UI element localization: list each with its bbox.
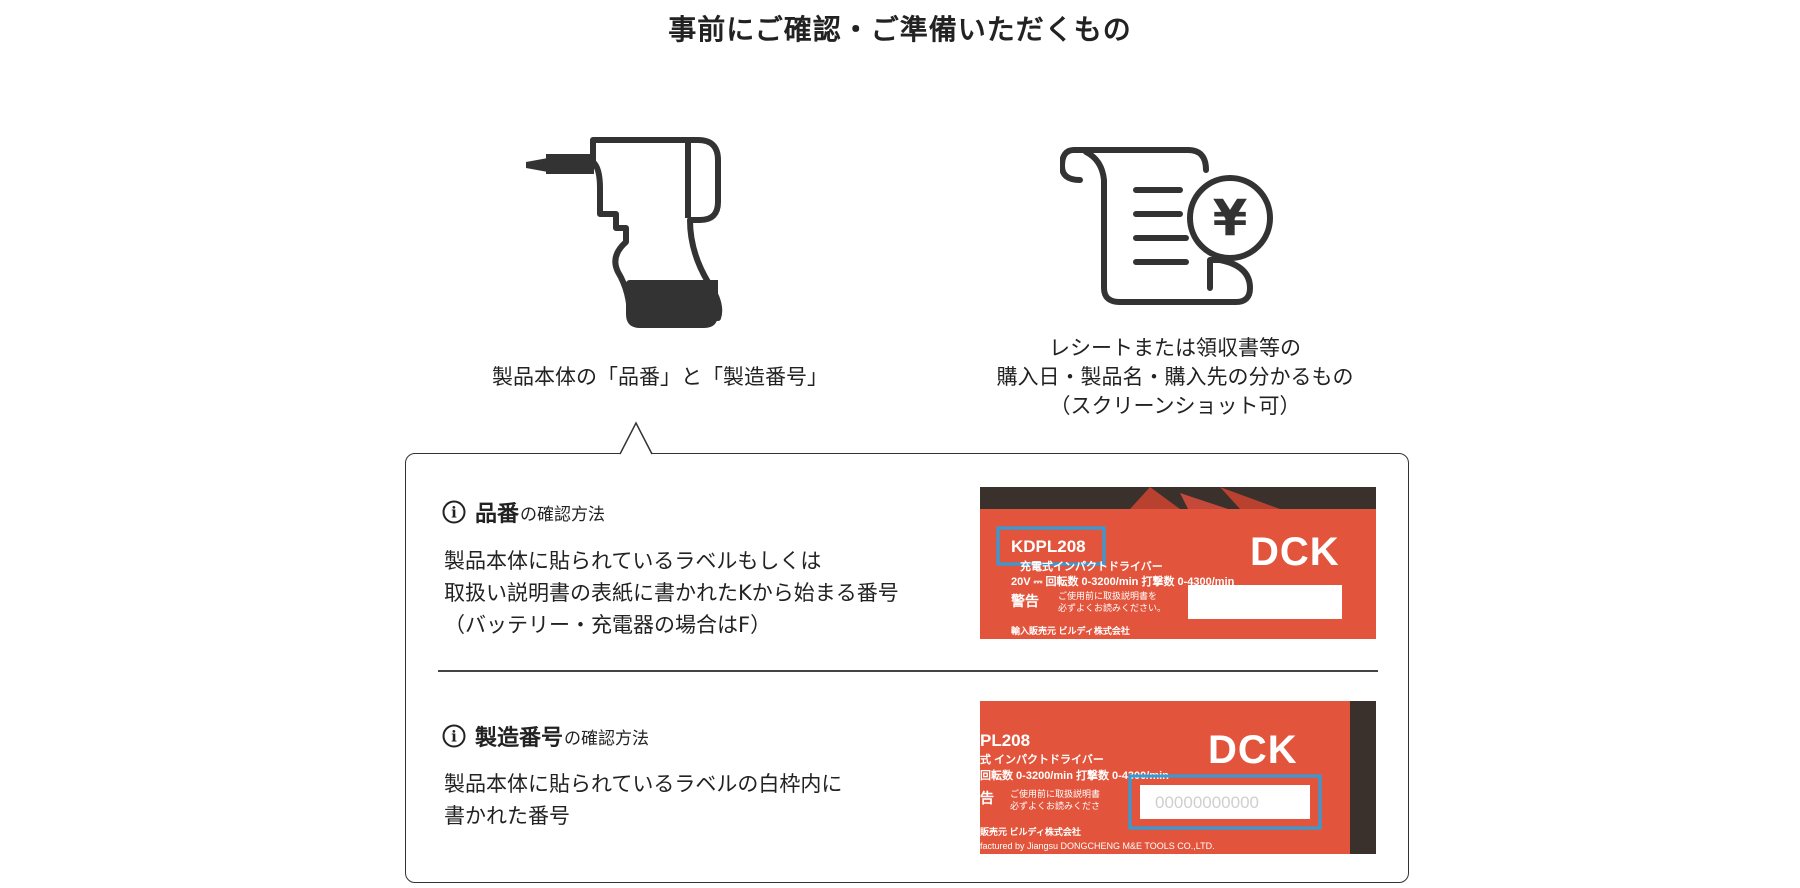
svg-text:ご使用前に取扱説明書を: ご使用前に取扱説明書を (1058, 590, 1157, 601)
svg-text:KDPL208: KDPL208 (1011, 537, 1086, 556)
body-line: 製品本体に貼られているラベルもしくは (444, 549, 822, 573)
svg-text:DCK: DCK (1250, 530, 1340, 574)
body-line: 取扱い説明書の表紙に書かれたKから始まる番号 (444, 581, 899, 605)
svg-text:告: 告 (980, 790, 994, 806)
section-serial-subtitle: の確認方法 (564, 728, 650, 749)
page-title: 事前にご確認・ご準備いただくもの (668, 13, 1132, 46)
svg-text:必ずよくお読みください。: 必ずよくお読みください。 (1058, 602, 1166, 613)
svg-text:i: i (451, 504, 457, 522)
section-model-body: 製品本体に貼られているラベルもしくは 取扱い説明書の表紙に書かれたKから始まる番… (444, 545, 899, 641)
yen-symbol: ¥ (1213, 189, 1248, 247)
section-model-title: 品番 (475, 502, 520, 527)
svg-text:ご使用前に取扱説明書: ご使用前に取扱説明書 (1010, 788, 1100, 799)
info-icon: i (442, 500, 466, 524)
svg-text:i: i (451, 728, 457, 746)
product-caption-line: 製品本体の「品番」と「製造番号」 (492, 365, 828, 389)
receipt-caption-line-3: （スクリーンショット可） (1049, 394, 1301, 418)
section-serial-title: 製造番号 (475, 726, 564, 751)
info-icon: i (442, 724, 466, 748)
body-line: （バッテリー・充電器の場合はF） (444, 613, 772, 637)
receipt-yen-icon: ¥ (1060, 147, 1273, 305)
svg-text:輸入販売元 ビルディ株式会社: 輸入販売元 ビルディ株式会社 (1011, 625, 1130, 636)
svg-text:DCK: DCK (1208, 728, 1298, 772)
body-line: 書かれた番号 (444, 804, 570, 828)
svg-text:20V ⎓ 回転数 0-3200/min 打撃数 0-4: 20V ⎓ 回転数 0-3200/min 打撃数 0-4300/min (1011, 574, 1235, 588)
receipt-caption: レシートまたは領収書等の 購入日・製品名・購入先の分かるもの （スクリーンショッ… (955, 334, 1395, 421)
section-model-subtitle: の確認方法 (520, 504, 606, 525)
serial-label-photo: PL208 DCK 式 インパクトドライバー 回転数 0-3200/min 打撃… (980, 701, 1376, 854)
svg-text:販売元 ビルディ株式会社: 販売元 ビルディ株式会社 (980, 826, 1081, 837)
svg-text:factured by Jiangsu DONGCHENG: factured by Jiangsu DONGCHENG M&E TOOLS … (980, 841, 1215, 851)
section-serial-heading: i 製造番号 の確認方法 (442, 720, 649, 752)
section-divider (438, 670, 1378, 672)
svg-text:警告: 警告 (1011, 593, 1039, 609)
panel-pointer (620, 421, 653, 455)
body-line: 製品本体に貼られているラベルの白枠内に (444, 772, 843, 796)
svg-text:式 インパクトドライバー: 式 インパクトドライバー (980, 752, 1104, 766)
drill-icon (526, 137, 723, 328)
receipt-caption-line-1: レシートまたは領収書等の (1049, 336, 1301, 360)
svg-text:充電式インパクトドライバー: 充電式インパクトドライバー (1020, 559, 1163, 573)
receipt-caption-line-2: 購入日・製品名・購入先の分かるもの (996, 365, 1354, 389)
svg-text:PL208: PL208 (980, 731, 1030, 750)
section-model-heading: i 品番 の確認方法 (442, 496, 605, 528)
section-serial-body: 製品本体に貼られているラベルの白枠内に 書かれた番号 (444, 768, 842, 832)
svg-text:回転数 0-3200/min 打撃数 0-4300/min: 回転数 0-3200/min 打撃数 0-4300/min (980, 768, 1169, 782)
product-caption: 製品本体の「品番」と「製造番号」 (440, 363, 880, 392)
serial-number: 00000000000 (1155, 793, 1259, 812)
model-label-photo: KDPL208 DCK 充電式インパクトドライバー 20V ⎓ 回転数 0-32… (980, 487, 1376, 639)
svg-text:必ずよくお読みくださ: 必ずよくお読みくださ (1010, 800, 1100, 811)
